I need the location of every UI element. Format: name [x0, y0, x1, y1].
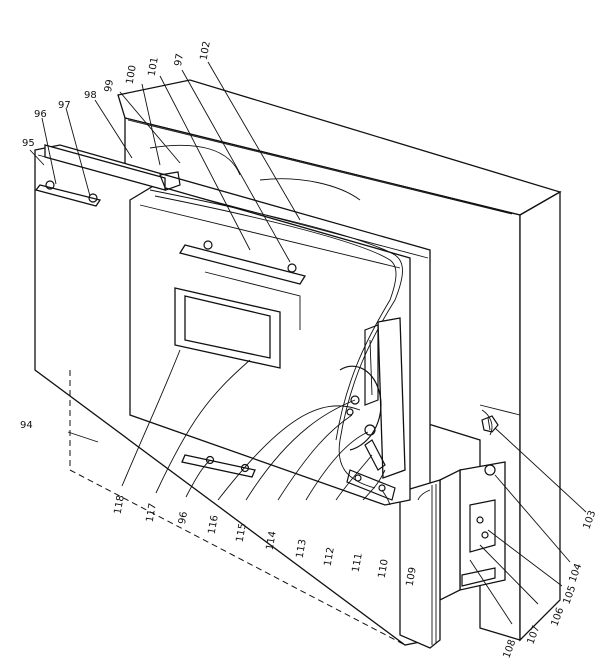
leader-lines — [29, 61, 587, 625]
label-116: 116 — [207, 514, 221, 535]
label-118: 118 — [113, 494, 127, 515]
label-106: 106 — [550, 606, 567, 628]
liner-handle-bar — [178, 240, 307, 285]
label-110: 110 — [377, 558, 391, 579]
label-98: 98 — [84, 90, 97, 101]
label-104: 104 — [568, 562, 585, 584]
label-117: 117 — [145, 502, 159, 523]
label-105: 105 — [562, 584, 579, 606]
hinge-assembly — [439, 461, 506, 602]
label-100: 100 — [125, 64, 139, 85]
label-99: 99 — [103, 79, 116, 93]
label-94: 94 — [20, 420, 33, 431]
label-97-top-right: 97 — [173, 53, 186, 67]
latch-mechanism — [339, 317, 406, 501]
label-102: 102 — [199, 40, 213, 61]
label-96-bottom: 96 — [177, 511, 190, 525]
label-112: 112 — [323, 546, 337, 567]
top-trim-strip — [34, 144, 181, 207]
window-frame — [174, 271, 301, 369]
label-103: 103 — [582, 509, 599, 531]
door-front-piece — [399, 479, 441, 649]
label-115: 115 — [235, 522, 249, 543]
label-109: 109 — [405, 566, 419, 587]
label-95: 95 — [22, 138, 35, 149]
label-111: 111 — [351, 552, 365, 573]
label-113: 113 — [295, 538, 309, 559]
reference-numerals: 95 96 97 98 99 100 101 97 102 94 118 117… — [20, 40, 598, 660]
label-108: 108 — [502, 638, 519, 660]
label-101: 101 — [147, 56, 161, 77]
label-114: 114 — [265, 530, 279, 551]
label-97-top-left: 97 — [58, 100, 71, 111]
lower-trim-bar — [181, 454, 256, 478]
label-96-top: 96 — [34, 109, 47, 120]
